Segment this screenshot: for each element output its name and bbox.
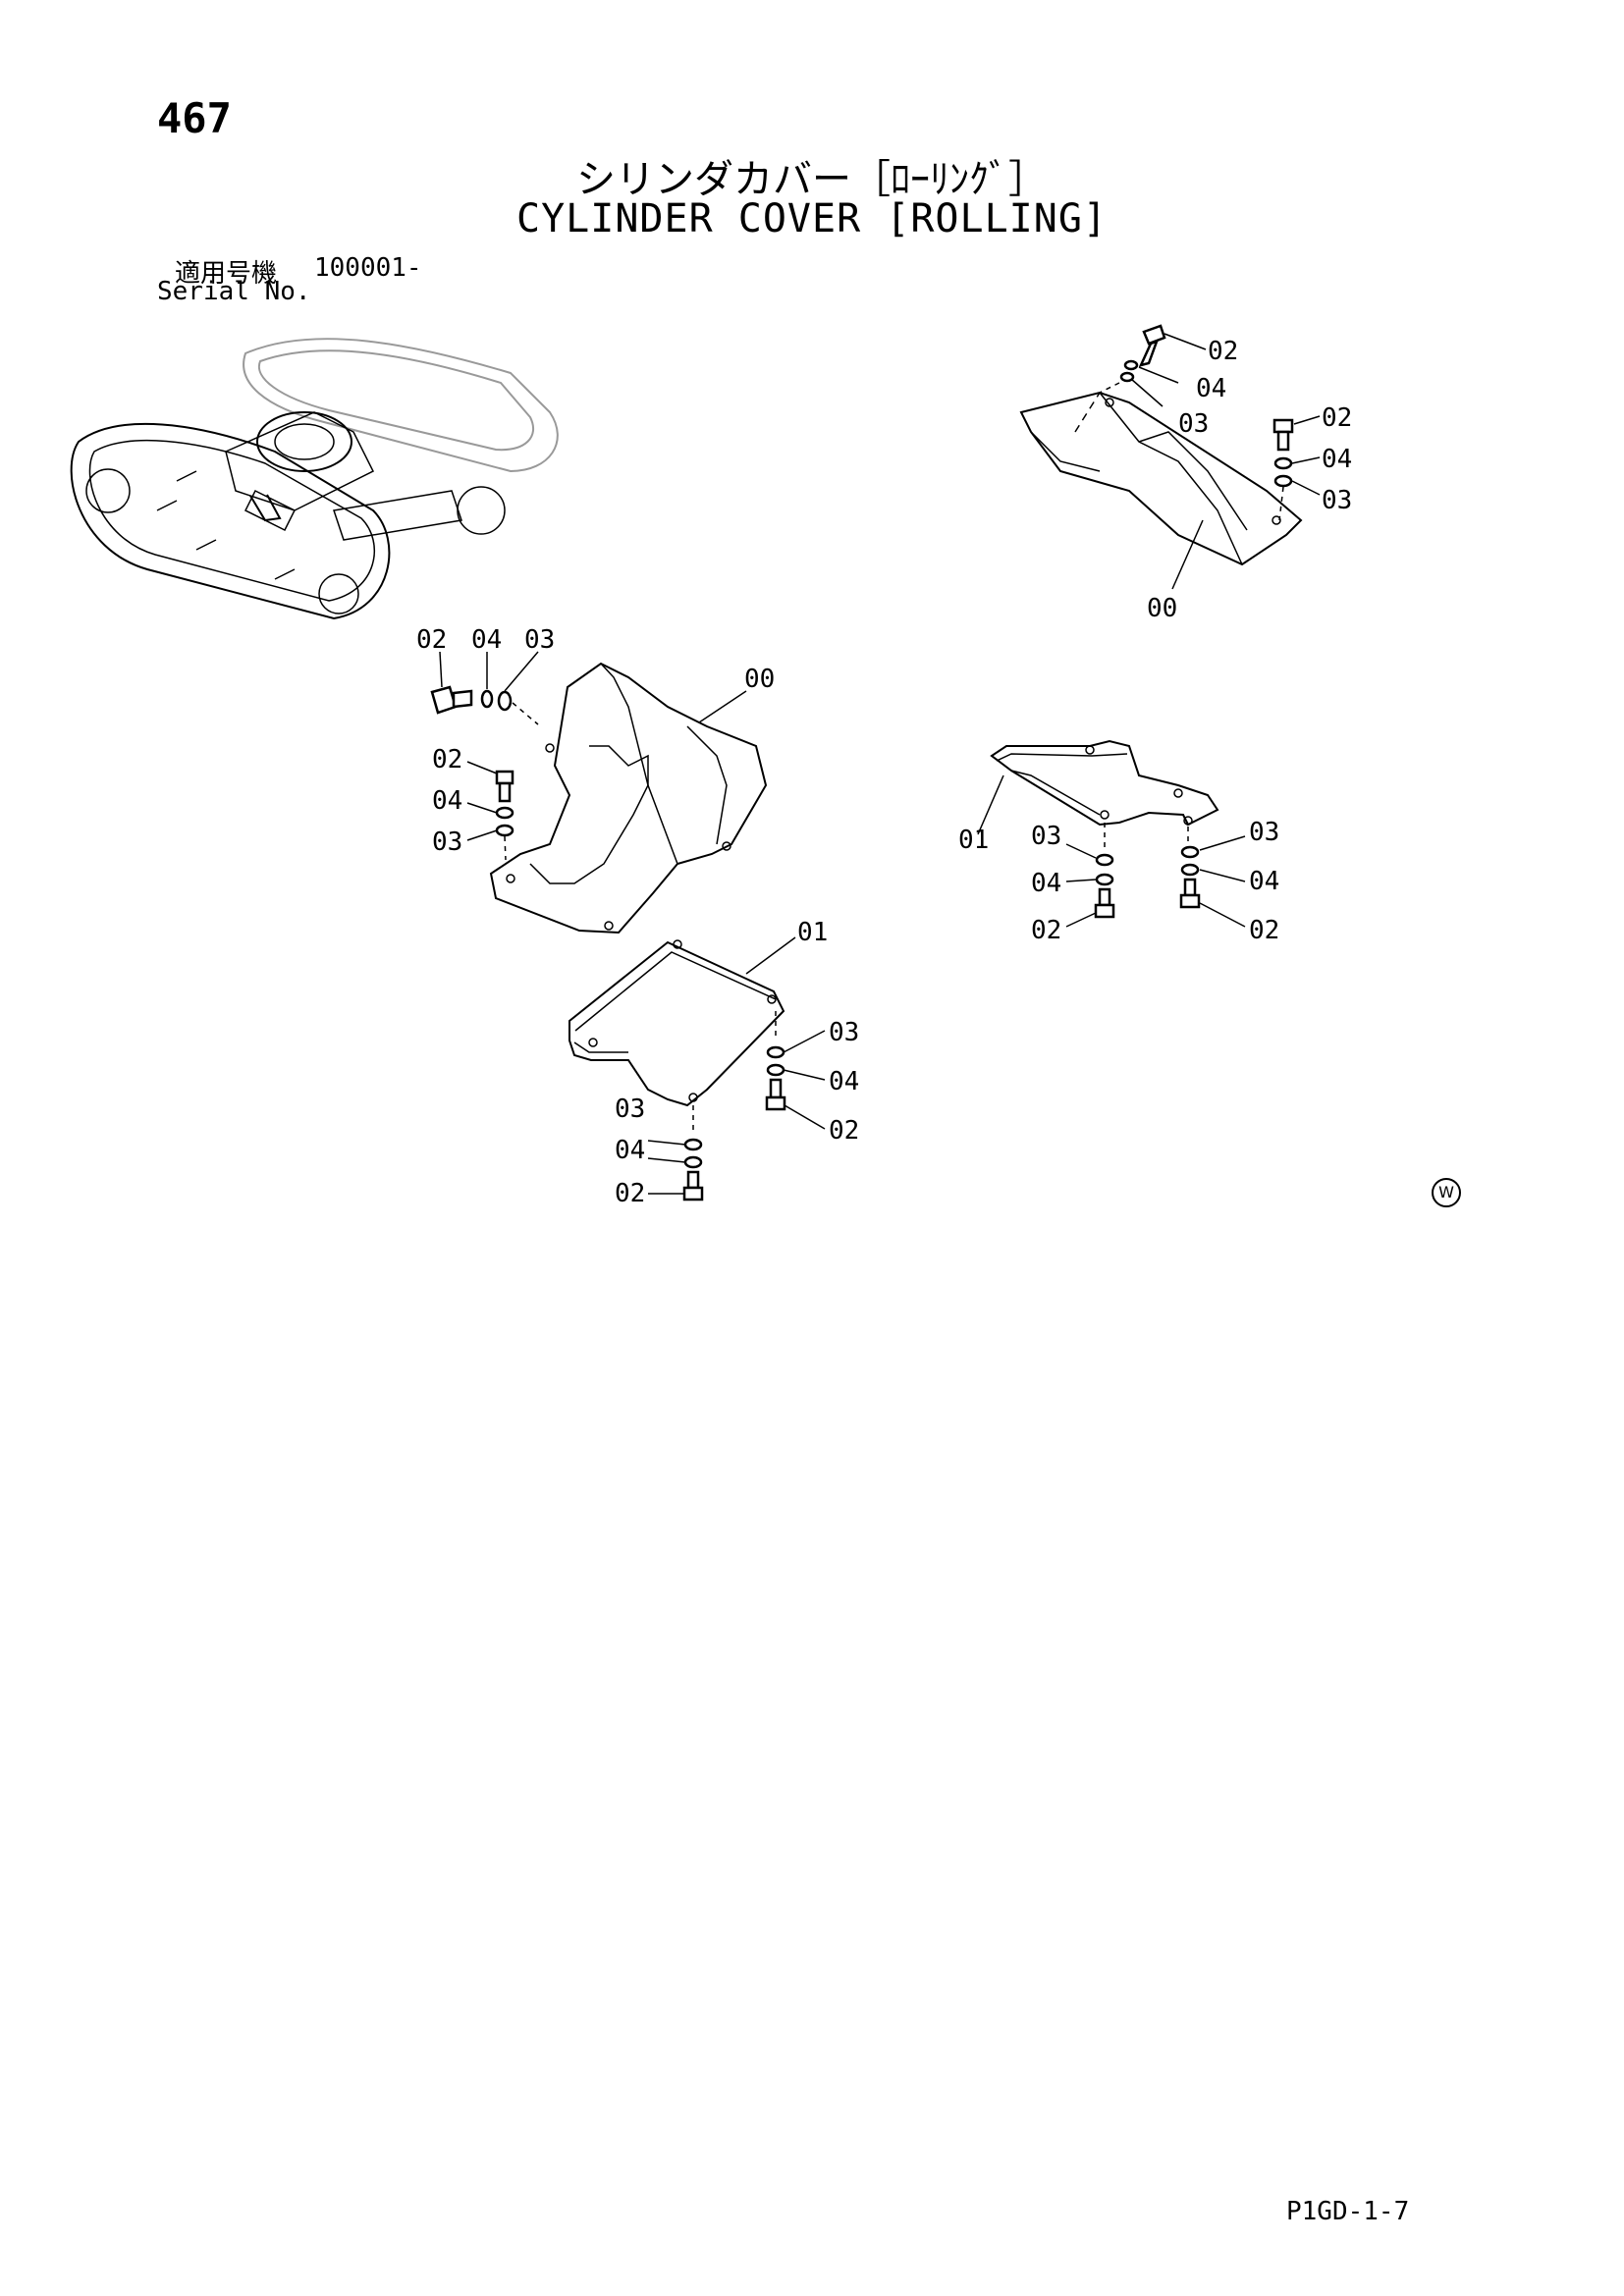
cover-00-top-right [1019,324,1321,590]
circled-w-mark: W [1432,1178,1461,1207]
callout-04: 04 [829,1067,859,1096]
serial-range: 100001- [314,253,422,283]
plate-01-lower [568,936,826,1201]
cover-00-center [430,651,768,934]
page-number: 467 [157,94,232,142]
callout-03: 03 [615,1095,645,1124]
callout-02: 02 [829,1116,859,1146]
callout-02: 02 [1249,916,1279,945]
callout-04: 04 [615,1136,645,1165]
callout-02: 02 [1031,916,1061,945]
callout-00: 00 [744,665,775,694]
callout-04: 04 [1322,445,1352,474]
callout-01: 01 [958,826,989,855]
callout-00: 00 [1147,594,1177,623]
callout-04: 04 [1031,869,1061,898]
callout-02: 02 [1208,337,1238,366]
plate-01-right [977,739,1246,928]
callout-03: 03 [1249,818,1279,847]
page-title-japanese: シリンダカバー［ﾛｰﾘﾝｸﾞ］ [576,157,1048,202]
callout-04: 04 [1249,867,1279,896]
callout-04: 04 [1196,374,1226,403]
serial-label-japanese: 適用号機 [175,259,278,289]
callout-02: 02 [432,745,462,774]
callout-02: 02 [1322,403,1352,433]
callout-04: 04 [471,625,502,655]
callout-02: 02 [615,1179,645,1208]
callout-03: 03 [829,1018,859,1047]
callout-03: 03 [432,828,462,857]
callout-03: 03 [1322,486,1352,515]
callout-01: 01 [797,918,828,947]
callout-03: 03 [1178,409,1209,439]
callout-02: 02 [416,625,447,655]
page-title-english: CYLINDER COVER [ROLLING] [516,196,1108,241]
serial-label-english: Serial No. [157,277,311,306]
undercarriage-overview [70,338,559,620]
callout-03: 03 [1031,822,1061,851]
callout-04: 04 [432,786,462,816]
callout-03: 03 [524,625,555,655]
footer-code: P1GD-1-7 [1286,2197,1410,2226]
